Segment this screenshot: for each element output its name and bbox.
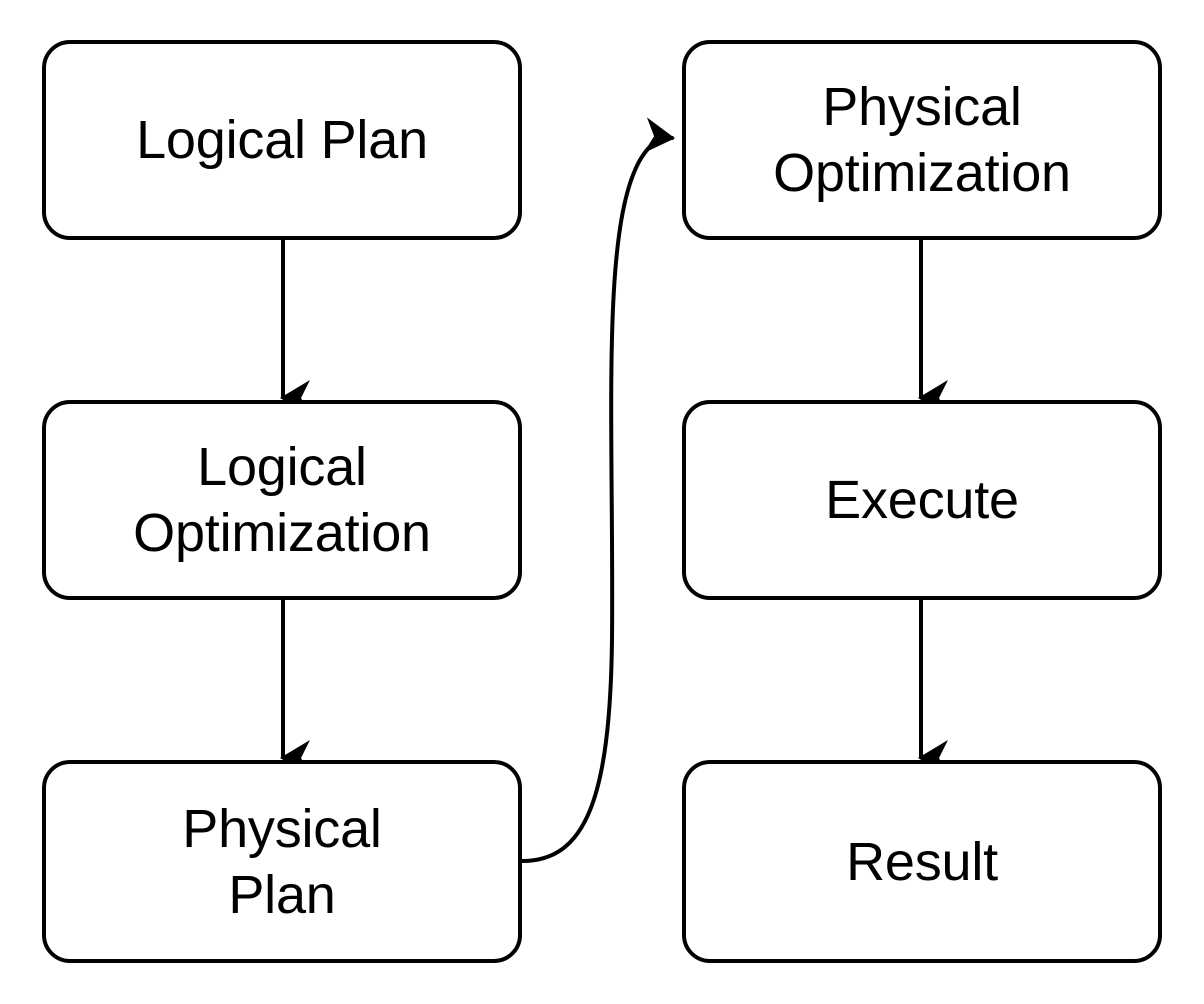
node-execute[interactable]: Execute (682, 400, 1162, 600)
node-logical-optimization-label: Logical Optimization (133, 437, 431, 563)
node-physical-optimization[interactable]: Physical Optimization (682, 40, 1162, 240)
node-logical-plan-label: Logical Plan (136, 110, 428, 170)
node-physical-plan-label: Physical Plan (182, 798, 382, 925)
node-result-label: Result (846, 831, 998, 892)
node-logical-plan[interactable]: Logical Plan (42, 40, 522, 240)
node-execute-label: Execute (825, 470, 1019, 530)
node-logical-optimization[interactable]: Logical Optimization (42, 400, 522, 600)
node-result[interactable]: Result (682, 760, 1162, 963)
edge-physical-plan-to-physical-optimization (520, 117, 675, 863)
node-physical-plan[interactable]: Physical Plan (42, 760, 522, 963)
node-physical-optimization-label: Physical Optimization (773, 77, 1071, 203)
